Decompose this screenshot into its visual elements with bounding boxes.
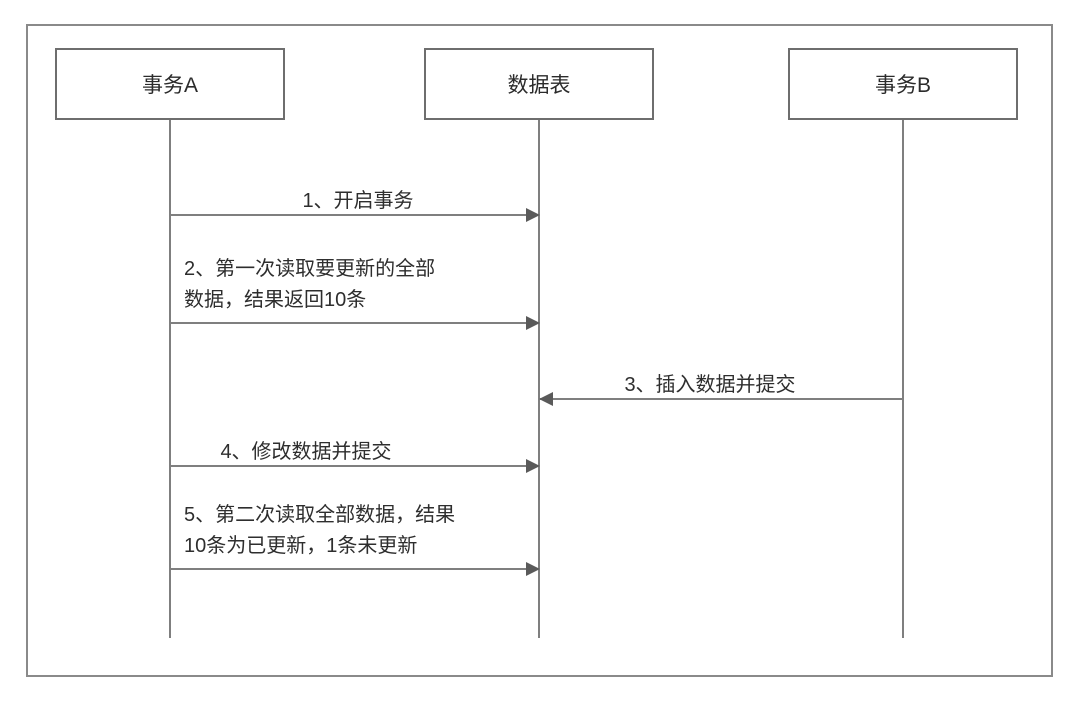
message-5-label-line-2: 10条为已更新，1条未更新: [184, 535, 418, 557]
message-2-label: 2、第一次读取要更新的全部 数据，结果返回10条: [184, 254, 435, 316]
message-2-label-line-2: 数据，结果返回10条: [184, 289, 367, 311]
message-4-arrow-right-icon: [170, 459, 540, 473]
actor-label-transaction-b: 事务B: [874, 74, 931, 97]
message-4-label: 4、修改数据并提交: [220, 441, 392, 463]
message-3-label: 3、插入数据并提交: [624, 374, 796, 396]
message-5-label: 5、第二次读取全部数据，结果 10条为已更新，1条未更新: [184, 500, 455, 562]
message-2-arrow-right-icon: [170, 316, 540, 330]
actor-box-transaction-a: 事务A: [55, 48, 285, 120]
actor-box-data-table: 数据表: [424, 48, 654, 120]
actor-box-transaction-b: 事务B: [788, 48, 1018, 120]
message-1-label: 1、开启事务: [302, 190, 414, 212]
message-1-arrow-right-icon: [170, 208, 540, 222]
message-3-arrow-left-icon: [539, 392, 903, 406]
lifeline-data-table: [538, 120, 540, 638]
actor-label-data-table: 数据表: [507, 74, 571, 97]
message-2-label-line-1: 2、第一次读取要更新的全部: [184, 258, 436, 280]
message-5-arrow-right-icon: [170, 562, 540, 576]
lifeline-transaction-a: [169, 120, 171, 638]
actor-label-transaction-a: 事务A: [141, 74, 198, 97]
message-5-label-line-1: 5、第二次读取全部数据，结果: [184, 504, 456, 526]
lifeline-transaction-b: [902, 120, 904, 638]
